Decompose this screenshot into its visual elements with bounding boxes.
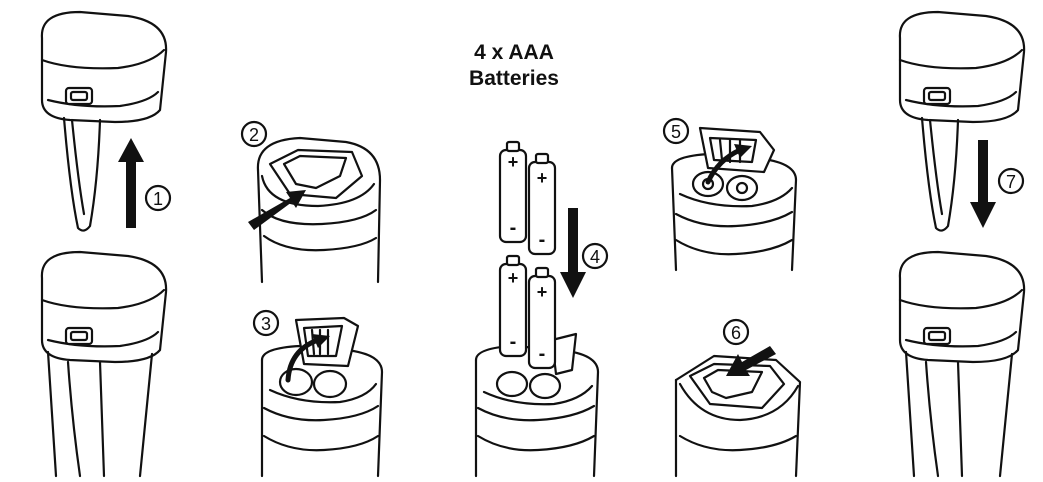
arrow-close-step-5 (705, 144, 752, 185)
device-lid-open-step-3 (260, 316, 384, 478)
step-4-marker: 4 (581, 242, 609, 270)
battery-minus-sign: - (510, 331, 517, 353)
battery-plus-sign: + (508, 268, 519, 288)
device-assembled-right (898, 250, 1026, 478)
title-line-1: 4 x AAA (474, 41, 554, 64)
stake-right-top (920, 116, 960, 232)
arrow-up-step-1 (118, 138, 144, 228)
battery-plus-sign: + (508, 152, 519, 172)
step-1-label: 1 (153, 189, 163, 209)
battery-minus-sign: - (539, 229, 546, 251)
arrow-push-step-6 (726, 346, 776, 376)
battery-minus-sign: - (510, 217, 517, 239)
battery-top-right: + - (527, 152, 557, 256)
step-6-label: 6 (731, 323, 741, 343)
step-1-marker: 1 (144, 184, 172, 212)
battery-bottom-left: + - (498, 254, 528, 358)
battery-plus-sign: + (537, 282, 548, 302)
step-6-marker: 6 (722, 318, 750, 346)
step-4-label: 4 (590, 247, 600, 267)
step-5-marker: 5 (662, 117, 690, 145)
battery-top-left: + - (498, 140, 528, 244)
title-line-2: Batteries (469, 67, 559, 90)
step-7-label: 7 (1006, 172, 1016, 192)
device-assembled-left (40, 250, 168, 478)
battery-minus-sign: - (539, 343, 546, 365)
arrow-down-step-7 (970, 140, 996, 228)
arrow-push-step-2 (248, 190, 306, 230)
step-3-marker: 3 (252, 309, 280, 337)
arrow-open-step-3 (285, 334, 330, 383)
battery-bottom-right: + - (527, 266, 557, 370)
device-cap-left-top (40, 10, 168, 124)
arrow-down-step-4 (560, 208, 586, 298)
device-lid-closed-step-6 (674, 354, 802, 478)
stake-left-top (62, 116, 102, 232)
device-cap-right-top (898, 10, 1026, 124)
device-lid-closing-step-5 (670, 126, 798, 272)
step-3-label: 3 (261, 314, 271, 334)
device-lid-closed-step-2 (256, 136, 382, 284)
step-2-marker: 2 (240, 120, 268, 148)
battery-plus-sign: + (537, 168, 548, 188)
device-open-center (474, 332, 600, 478)
step-2-label: 2 (249, 125, 259, 145)
diagram-title: 4 x AAA Batteries (404, 40, 624, 92)
step-5-label: 5 (671, 122, 681, 142)
step-7-marker: 7 (997, 167, 1025, 195)
